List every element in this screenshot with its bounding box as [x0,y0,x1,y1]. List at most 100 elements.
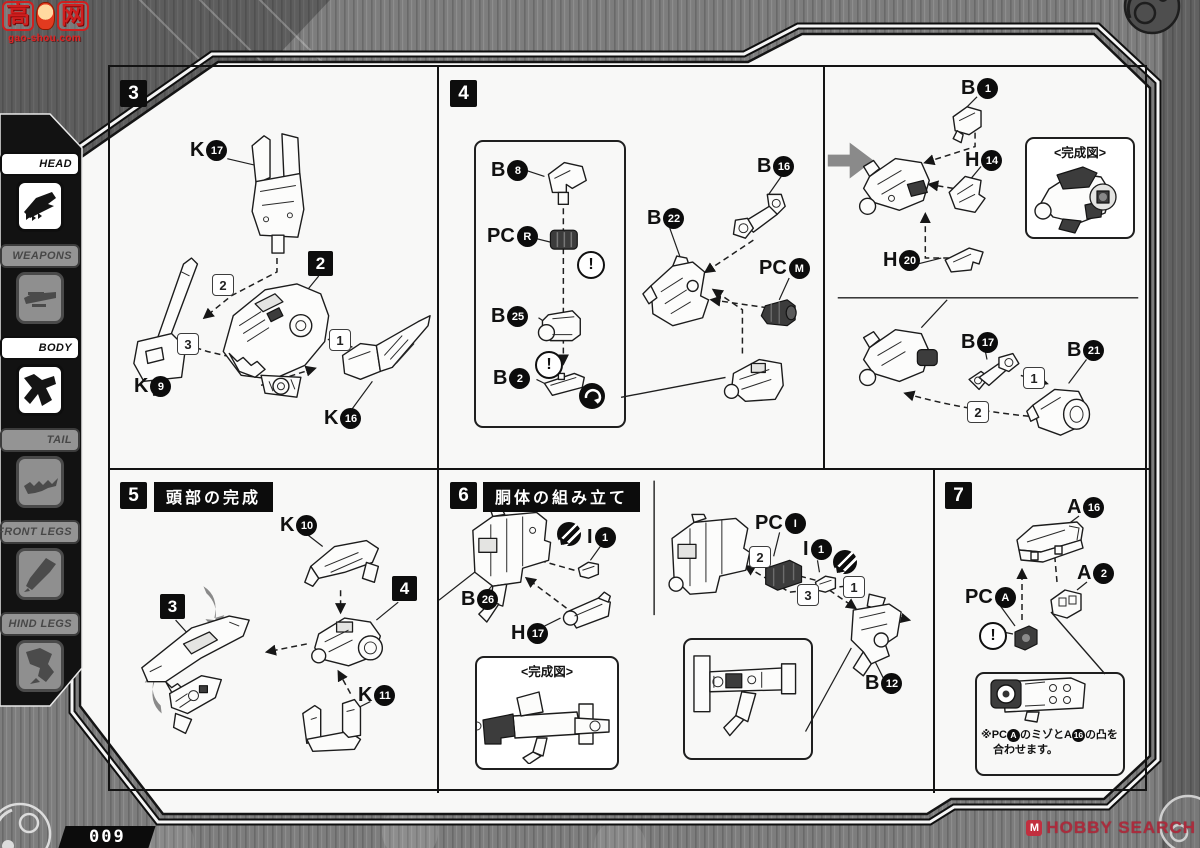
part-drawing-b26 [472,509,552,623]
weapons-icon [16,272,64,324]
part-drawing-b16 [732,193,786,239]
part-drawing-k11 [302,698,362,752]
sidebar-item-hind-legs: HIND LEGS [0,612,80,692]
hind-legs-icon [16,640,64,692]
hobbysearch-watermark: M HOBBY SEARCH [1026,818,1196,838]
sequence-callout: 1 [843,576,865,598]
gaoshou-watermark: 高 网 gao-shou.com [2,1,89,44]
part-label-b22: B 22 [647,207,685,230]
part-drawing-head-asm4 [311,617,384,667]
part-label-k10: K 10 [280,514,318,537]
detail-box [683,638,813,760]
sequence-callout: 2 [749,546,771,568]
panel3-art [133,133,431,412]
part-label-h17: H 17 [511,622,549,645]
part-label-pc-i: PC I [755,512,806,535]
part-drawing-b22 [642,255,710,327]
part-label-h20: H 20 [883,249,921,272]
step5-badge: 5 [120,482,147,509]
front-legs-icon [16,548,64,600]
completion-diagram-title: <完成図> [520,665,574,679]
gear-ornament-top-right [1123,0,1181,35]
snap-fit-icon [557,522,581,546]
note-circ-16: 16 [1071,729,1085,743]
part-drawing-b8 [547,161,587,206]
part-label-b16: B 16 [757,155,795,178]
sidebar-item-weapons: WEAPONS [0,244,80,324]
completion-diagram-box: <完成図> [472,656,619,770]
part-drawing-head-asm-b [858,328,938,387]
sequence-callout: 1 [1023,367,1045,389]
part-drawing-h20 [944,247,984,273]
part-drawing-i1a [577,561,600,579]
part-drawing-h17 [562,591,612,629]
part-label-k17: K 17 [190,139,228,162]
part-drawing-b1 [952,106,982,144]
part-drawing-b21 [1026,388,1091,436]
panel7-art [990,515,1106,723]
head-icon [16,180,64,232]
panel-step-4: 4 B 8 PC R ! B 25 ! B 2 B 22 B 16 [439,67,825,470]
sidebar-label-tail: TAIL [0,428,80,452]
step6-badge: 6 [450,482,477,509]
sidebar-item-head: HEAD [0,152,80,232]
part-label-b25: B 25 [491,305,529,328]
part-label-a16: A 16 [1067,496,1105,519]
part-drawing-h14 [948,175,986,213]
part-label-b17: B 17 [961,331,999,354]
sidebar-label-hind-legs: HIND LEGS [0,612,80,636]
part-drawing-a16 [1016,521,1084,563]
part-label-h14: H 14 [965,149,1003,172]
body-icon [16,364,64,416]
step7-badge: 7 [945,482,972,509]
sequence-callout: 2 [967,401,989,423]
completion-drawing [1034,166,1117,234]
step6-title: 胴体の組み立て [483,482,641,512]
part-drawing-i1b [814,575,837,593]
panel-step-3: 3 K 17 2 2 3 1 K 9 K 16 [110,67,439,470]
completion-diagram-box: <完成図> [1025,137,1135,239]
completion-diagram-title: <完成図> [1053,146,1107,160]
panel6-art [439,480,912,737]
sidebar-label-weapons: WEAPONS [0,244,80,268]
sidebar-item-tail: TAIL [0,428,80,508]
next-step-arrow-icon [827,142,874,179]
step5-title: 頭部の完成 [154,482,274,512]
part-drawing-b12 [850,593,902,677]
detail-drawing-pca [990,677,1086,723]
part-label-b26: B 26 [461,588,499,611]
panel4-art [526,161,797,402]
part-drawing-head-asm-a [858,157,930,215]
part-label-k16: K 16 [324,407,362,430]
part-drawing-frame-right [668,513,751,595]
part-label-pc-r: PC R [487,225,538,248]
part-label-pc-a: PC A [965,586,1016,609]
hobbysearch-text: HOBBY SEARCH [1046,818,1196,837]
sidebar-item-body: BODY [0,336,80,416]
part-drawing-pc-a [1014,625,1038,651]
warning-icon: ! [979,622,1007,650]
sidebar-label-body: BODY [0,336,80,360]
part-label-k9: K 9 [134,375,172,398]
panel-step-5: 5 頭部の完成 K 10 4 3 K 11 [110,470,439,793]
part-drawing-a2 [1050,589,1082,619]
snap-fit-icon [833,550,857,574]
panel5-art [141,532,399,752]
panel-step-6: 6 胴体の組み立て I 1 B 26 H 17 <完成図> [439,470,935,793]
part-drawing-pc-i [765,559,803,591]
gaoshou-url: gao-shou.com [8,33,82,44]
part-drawing-pc-r [549,229,578,250]
step3-inner-badge: 2 [308,251,333,276]
gaoshou-char-2: 网 [57,1,89,31]
part-label-b12: B 12 [865,672,903,695]
sidebar-item-front-legs: FRONT LEGS [0,520,80,600]
part-drawing-b25 [537,310,581,342]
step4-badge: 4 [450,80,477,107]
sidebar-label-front-legs: FRONT LEGS [0,520,80,544]
sequence-callout: 2 [212,274,234,296]
step4-subassembly-box [474,140,626,428]
part-label-b2: B 2 [493,367,531,390]
part-drawing-b2 [543,372,585,397]
page-number-plate: 009 [58,826,156,848]
sequence-callout: 1 [329,329,351,351]
